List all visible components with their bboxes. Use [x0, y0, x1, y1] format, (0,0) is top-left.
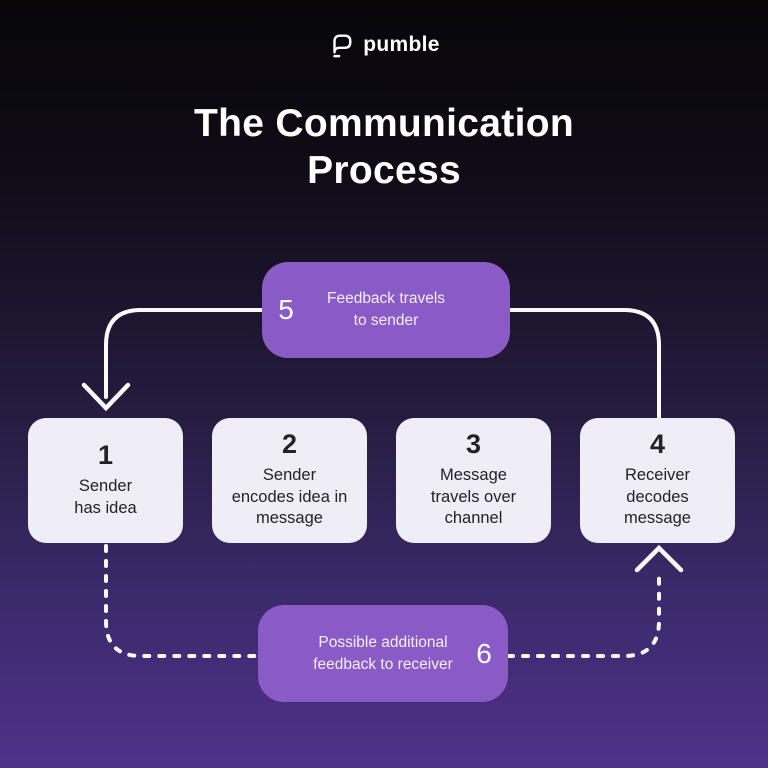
step-label-2: Sender encodes idea in message	[231, 466, 348, 528]
step-number-4: 4	[649, 429, 666, 460]
arrow-additional-right-segment	[506, 576, 661, 658]
brand-logo: pumble	[0, 31, 768, 59]
arrow-feedback-left-segment	[104, 308, 264, 399]
step-number-6: 6	[476, 637, 492, 669]
step-number-2: 2	[281, 429, 298, 460]
step-card-message-travels: 3 Message travels over channel	[396, 418, 551, 543]
step-number-5: 5	[278, 294, 294, 325]
banner-bottom-label: Possible additional feedback to receiver	[313, 633, 453, 673]
step-card-sender-encodes: 2 Sender encodes idea in message	[212, 418, 367, 543]
arrow-additional-left-segment	[104, 544, 260, 658]
banner-top-label: Feedback travels to sender	[326, 290, 446, 329]
step-number-3: 3	[465, 429, 482, 460]
step-label-1: Sender has idea	[74, 477, 137, 517]
arrow-up-head-icon	[634, 544, 684, 573]
step-card-sender-has-idea: 1 Sender has idea	[28, 418, 183, 543]
step-card-receiver-decodes: 4 Receiver decodes message	[580, 418, 735, 543]
arrow-down-head-icon	[81, 382, 131, 412]
pumble-logo-icon	[333, 34, 352, 58]
step-number-1: 1	[97, 440, 114, 471]
page-title: The Communication Process	[194, 102, 574, 192]
step-label-3: Message travels over channel	[430, 466, 517, 528]
step-label-4: Receiver decodes message	[624, 466, 691, 528]
arrow-feedback-right-segment	[508, 308, 661, 422]
banner-additional-feedback: Possible additional feedback to receiver…	[258, 605, 508, 702]
brand-name: pumble	[363, 33, 440, 56]
banner-feedback-to-sender: 5 Feedback travels to sender	[262, 262, 510, 358]
